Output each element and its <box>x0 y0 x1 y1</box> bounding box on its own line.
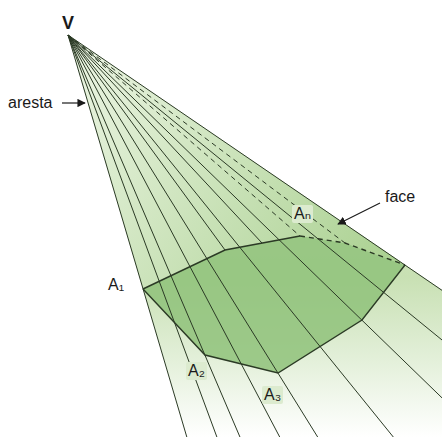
edge-rays <box>68 35 442 437</box>
aresta-pointer <box>62 102 85 103</box>
vertex-label: V <box>60 14 76 34</box>
vertex-label: A₁ <box>106 276 126 294</box>
face-label: face <box>383 188 417 206</box>
vertex-label: Aₙ <box>292 205 313 223</box>
vertex-label: A₃ <box>262 386 283 404</box>
base-outline <box>143 236 405 373</box>
vertex-label: A₂ <box>186 362 207 380</box>
face-pointer <box>338 203 380 224</box>
lateral-surface <box>68 35 442 437</box>
edge-label: aresta <box>6 94 54 112</box>
base-polygon <box>143 236 405 373</box>
